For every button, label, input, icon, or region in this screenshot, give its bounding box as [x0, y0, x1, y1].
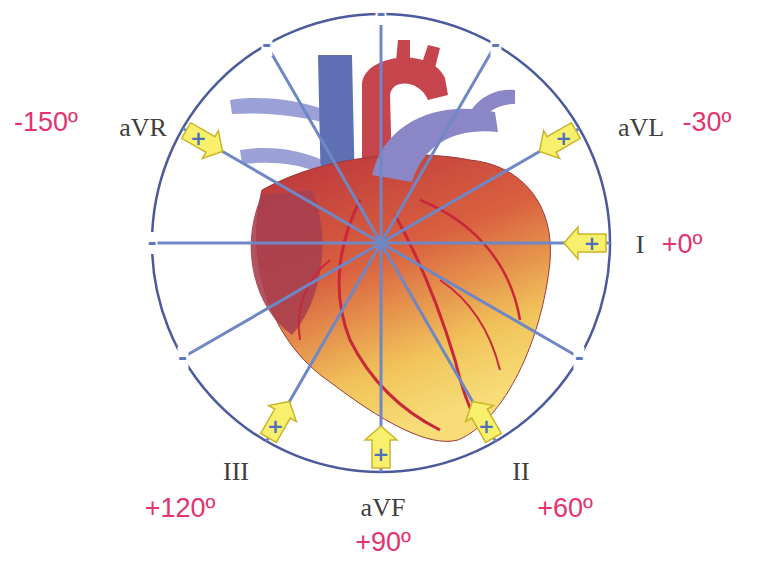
lead-name: II [512, 459, 529, 485]
lead-name: aVF [361, 495, 406, 521]
positive-arrow [459, 393, 508, 445]
lead-name: III [223, 459, 249, 485]
angle-value: +120º [145, 495, 216, 522]
minus-sign: - [177, 347, 188, 369]
positive-arrow [564, 227, 606, 259]
plus-sign: + [478, 416, 495, 436]
angle-value: +60º [537, 495, 593, 522]
positive-arrow [531, 117, 583, 166]
minus-sign: - [490, 34, 501, 56]
lead-axis [267, 45, 496, 442]
plus-sign: + [555, 128, 572, 148]
lead-name: aVR [119, 115, 167, 141]
lead-name: aVL [618, 115, 664, 141]
lead-name: I [636, 232, 645, 258]
minus-sign: - [261, 34, 272, 56]
minus-sign: - [146, 232, 157, 254]
angle-value: +90º [355, 529, 411, 556]
plus-sign: + [190, 128, 207, 148]
positive-arrow [365, 426, 397, 468]
positive-arrow [255, 393, 304, 445]
minus-sign: - [375, 3, 386, 25]
minus-sign: - [574, 347, 585, 369]
angle-value: -150º [14, 109, 78, 136]
angle-value: +0º [662, 231, 703, 258]
plus-sign: + [373, 444, 390, 464]
plus-sign: + [584, 233, 601, 253]
plus-sign: + [267, 416, 284, 436]
positive-arrow [178, 117, 230, 166]
angle-value: -30º [683, 109, 732, 136]
